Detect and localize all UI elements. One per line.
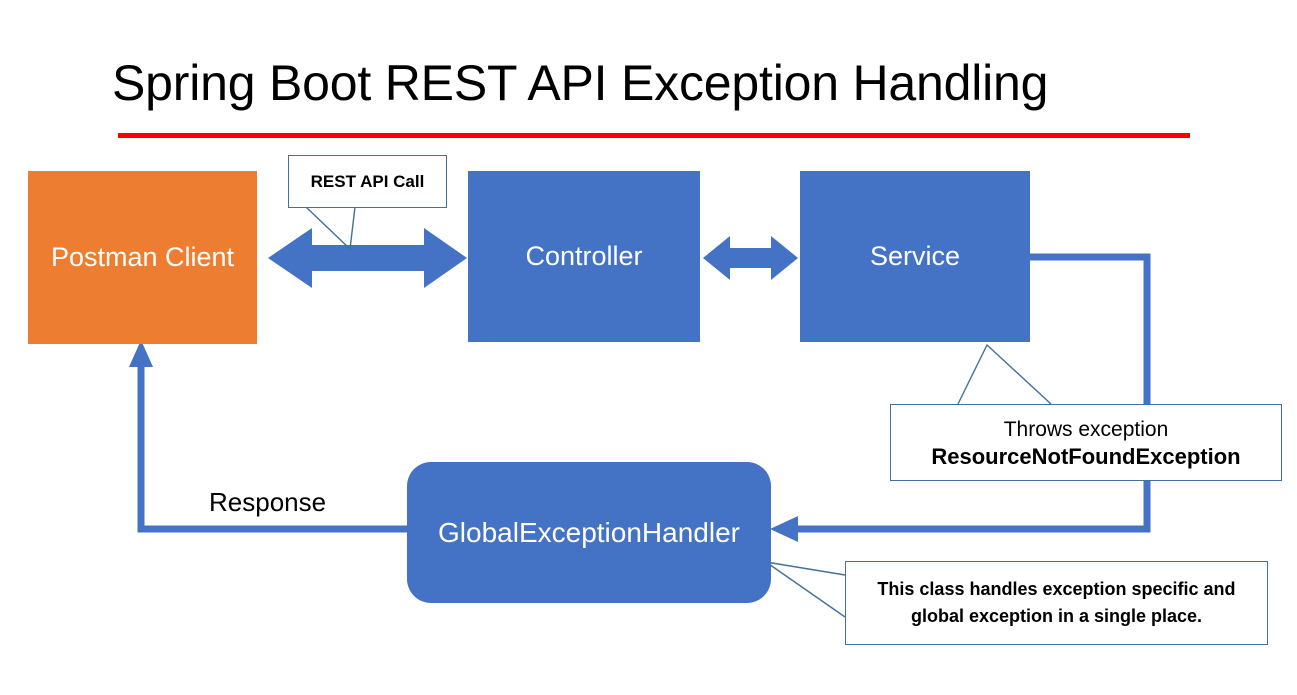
- callout-throws-exception-line2: ResourceNotFoundException: [931, 443, 1241, 469]
- node-service-label: Service: [869, 241, 961, 271]
- node-controller-label: Controller: [525, 241, 643, 271]
- callout-tail-handler-note: [765, 561, 846, 618]
- callout-handler-note-line2: global exception in a single place.: [910, 606, 1203, 626]
- callout-handler-note: This class handles exception specific an…: [845, 561, 1268, 645]
- arrow-postman-controller: [268, 228, 467, 288]
- node-postman-client[interactable]: Postman Client: [28, 171, 257, 344]
- node-controller[interactable]: Controller: [468, 171, 700, 342]
- title-underline-rule: [118, 133, 1190, 138]
- callout-throws-exception: Throws exception ResourceNotFoundExcepti…: [890, 404, 1282, 481]
- callout-rest-api-call-text: REST API Call: [310, 171, 425, 191]
- callout-tail-throws-exception: [957, 343, 1052, 405]
- arrow-controller-service: [703, 236, 798, 280]
- callout-rest-api-call: REST API Call: [288, 155, 447, 208]
- page-title: Spring Boot REST API Exception Handling: [112, 55, 1049, 111]
- node-global-exception-handler[interactable]: GlobalExceptionHandler: [407, 462, 771, 603]
- node-global-exception-handler-label: GlobalExceptionHandler: [438, 516, 740, 548]
- callout-throws-exception-line1: Throws exception: [1003, 417, 1169, 441]
- node-postman-client-label: Postman Client: [50, 242, 235, 272]
- callout-tail-rest-api-call: [305, 206, 356, 251]
- edge-label-response: Response: [209, 487, 327, 517]
- callout-handler-note-line1: This class handles exception specific an…: [877, 579, 1236, 599]
- node-service[interactable]: Service: [800, 171, 1030, 342]
